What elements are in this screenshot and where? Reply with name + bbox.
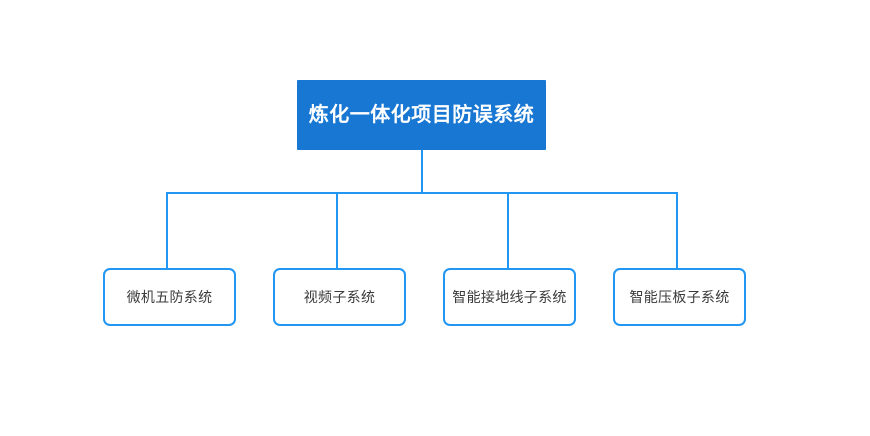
root-node[interactable]: 炼化一体化项目防误系统 — [297, 80, 546, 150]
child-node-3[interactable]: 智能接地线子系统 — [443, 268, 576, 326]
child-node-2-label: 视频子系统 — [303, 288, 376, 305]
child-node-2[interactable]: 视频子系统 — [273, 268, 406, 326]
child-node-3-label: 智能接地线子系统 — [452, 288, 567, 305]
child-node-1-label: 微机五防系统 — [126, 288, 213, 305]
child-node-4[interactable]: 智能压板子系统 — [613, 268, 746, 326]
root-node-label: 炼化一体化项目防误系统 — [308, 104, 535, 126]
child-node-4-label: 智能压板子系统 — [629, 288, 730, 305]
child-node-1[interactable]: 微机五防系统 — [103, 268, 236, 326]
